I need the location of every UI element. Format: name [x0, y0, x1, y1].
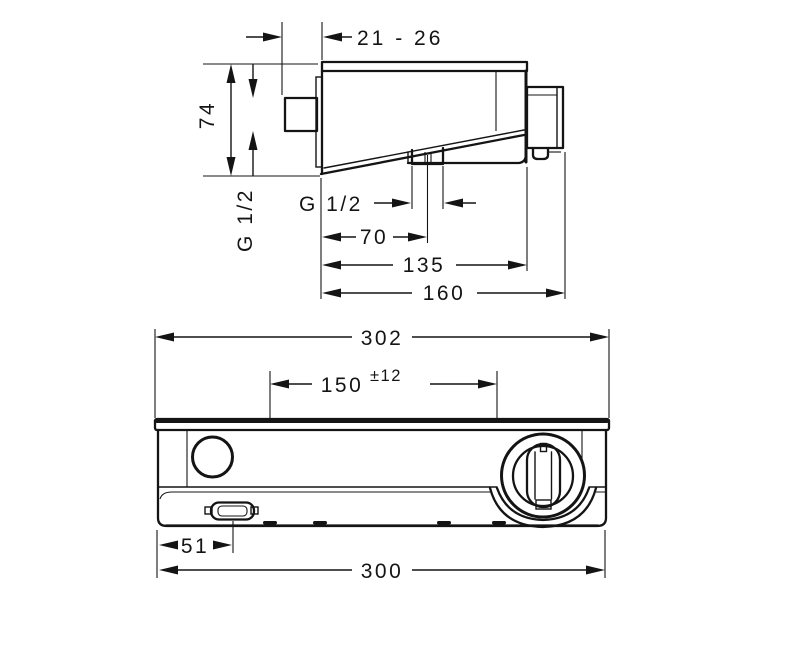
- dial-inner-ring: [511, 444, 575, 508]
- side-view-body: [315, 60, 529, 176]
- shelf: [153, 417, 611, 432]
- dim-outlet-offset-label: 70: [360, 226, 388, 249]
- lower-face-top: [159, 491, 606, 500]
- dim-drain-offset: 51: [159, 521, 234, 558]
- arrowhead: [270, 379, 289, 389]
- arrowhead: [226, 157, 236, 176]
- body-slope-outer: [319, 133, 526, 176]
- thermostat-dial: [191, 435, 234, 479]
- arrowhead: [444, 198, 463, 208]
- dim-drain-offset-label: 51: [181, 535, 209, 558]
- arrowhead: [323, 32, 342, 42]
- extension-line: [269, 371, 498, 418]
- arrowhead: [213, 540, 232, 550]
- dim-body-width: 300: [156, 530, 606, 583]
- dim-body-depth-label: 135: [403, 254, 446, 277]
- dim-total-depth: 160: [322, 282, 565, 305]
- arrowhead: [586, 565, 605, 575]
- side-view-inlet-connector: [283, 96, 319, 133]
- side-view-outlet-connector: [525, 85, 565, 161]
- arrowhead: [226, 64, 236, 83]
- dial-outer-ring: [500, 432, 586, 519]
- dim-connection-tolerance-label: ±12: [370, 367, 402, 385]
- arrowhead: [590, 332, 609, 342]
- dial-recess-inner: [495, 486, 591, 522]
- outlet-connector: [525, 85, 565, 150]
- callout-inlet-thread: G 1/2: [234, 64, 258, 252]
- callout-outlet-thread: G 1/2: [299, 193, 476, 216]
- bottom-feet: [263, 521, 506, 525]
- dim-height: 74: [196, 63, 320, 177]
- drain-slot-inner: [217, 505, 248, 517]
- dim-connection-spacing: 150 ±12: [269, 367, 498, 418]
- arrowhead: [159, 565, 178, 575]
- dim-wall-distance: 21 - 26: [246, 22, 443, 95]
- arrowhead: [392, 198, 411, 208]
- dim-height-label: 74: [196, 101, 219, 129]
- foot-dash: [263, 521, 277, 525]
- arrowhead: [248, 131, 258, 150]
- inlet-connector: [283, 96, 319, 133]
- front-view: 302 150 ±12 51 300: [153, 327, 611, 583]
- side-view: 21 - 26 74 G 1/2 G 1/2: [196, 22, 566, 305]
- foot-dash: [492, 521, 506, 525]
- body-cap-edge: [320, 60, 529, 73]
- extension-line: [154, 329, 610, 418]
- extension-line: [203, 63, 320, 177]
- arrowhead: [478, 379, 497, 389]
- dim-outlet-offset: 70: [322, 226, 427, 249]
- extension-line: [320, 152, 566, 299]
- arrowhead: [546, 288, 565, 298]
- dial-grip-base: [535, 499, 552, 510]
- select-dial: [488, 432, 598, 529]
- dim-body-width-label: 300: [361, 560, 404, 583]
- arrowhead: [263, 32, 282, 42]
- arrowhead: [508, 260, 527, 270]
- dial-grip-notch: [539, 442, 548, 453]
- body-slope-inner: [323, 129, 525, 169]
- body-seam-line: [186, 430, 583, 487]
- body-bottom-edge: [406, 152, 528, 165]
- dim-connection-spacing-label: 150: [321, 374, 364, 397]
- drain-slot: [204, 501, 259, 521]
- arrowhead: [248, 79, 258, 98]
- arrowhead: [408, 232, 427, 242]
- dim-wall-distance-label: 21 - 26: [357, 27, 443, 50]
- foot-dash: [313, 521, 327, 525]
- dim-shelf-width-label: 302: [361, 327, 404, 350]
- dim-shelf-width: 302: [154, 327, 610, 418]
- arrowhead: [322, 232, 341, 242]
- arrowhead: [322, 260, 341, 270]
- dial-recess-outer: [488, 486, 598, 529]
- dial-grip-lines: [534, 451, 553, 500]
- dim-total-depth-label: 160: [423, 282, 466, 305]
- arrowhead: [322, 288, 341, 298]
- outlet-connector-nub: [531, 146, 550, 161]
- extension-line: [281, 22, 323, 95]
- arrowhead: [159, 540, 178, 550]
- outlet-stub-bore: [424, 152, 432, 164]
- dial-grip: [525, 442, 562, 509]
- arrowhead: [155, 332, 174, 342]
- inlet-thread-label: G 1/2: [234, 188, 257, 252]
- dim-body-depth: 135: [322, 254, 527, 277]
- outlet-thread-label: G 1/2: [299, 193, 363, 216]
- drain-slot-outer: [209, 501, 256, 521]
- foot-dash: [437, 521, 451, 525]
